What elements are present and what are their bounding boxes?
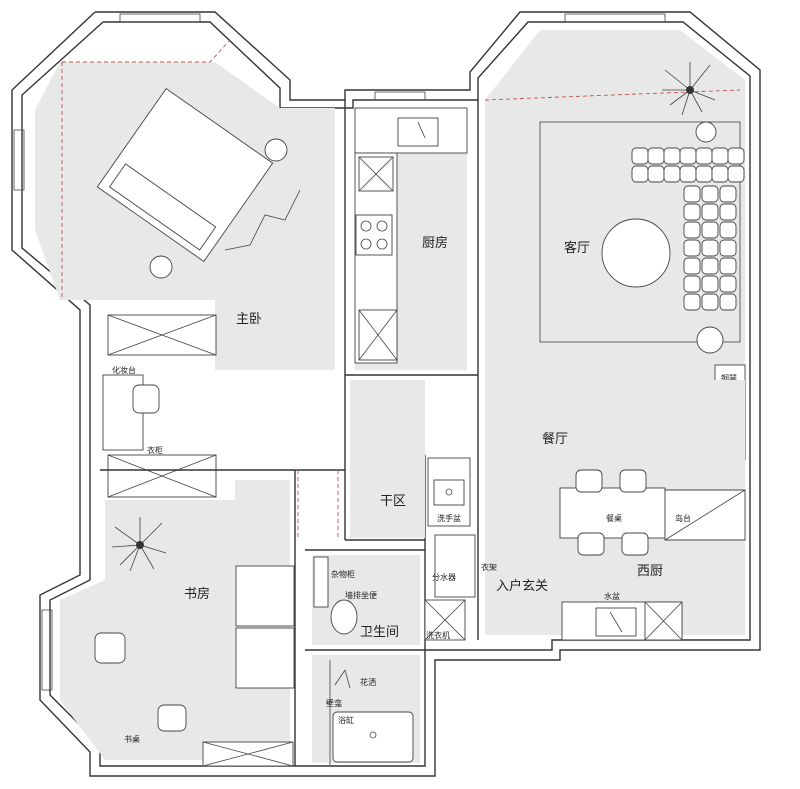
sofa-cushion: [719, 275, 737, 293]
label-washing-machine: 洗衣机: [426, 630, 450, 640]
sofa-cushion: [679, 165, 697, 183]
dining-chair-4: [621, 532, 649, 556]
room-label-dry-area: 干区: [380, 494, 406, 509]
nightstand-right: [264, 138, 288, 162]
sofa-cushion: [701, 203, 719, 221]
sofa-cushion: [679, 147, 697, 165]
dining-chair-2: [619, 469, 647, 493]
sofa-cushion: [719, 239, 737, 257]
label-island: 岛台: [675, 513, 691, 523]
sofa-cushion: [701, 221, 719, 239]
label-wall-toilet: 墙排坐便: [345, 590, 377, 600]
sofa-cushion: [683, 239, 701, 257]
sofa-cushion: [701, 185, 719, 203]
bedroom-chair: [224, 189, 301, 251]
vanity-stool: [132, 384, 160, 414]
desk-chair: [157, 704, 187, 732]
sofa-cushion: [719, 221, 737, 239]
room-label-western-kitchen: 西厨: [637, 564, 663, 579]
floor-lamp: [695, 121, 717, 143]
sofa: [631, 147, 745, 311]
kitchen: 厨房: [354, 107, 468, 370]
sofa-cushion: [701, 293, 719, 311]
sofa-cushion: [711, 165, 729, 183]
plant-icon: [662, 62, 716, 116]
sofa-cushion: [631, 165, 649, 183]
label-water-heater: 分水器: [432, 572, 456, 582]
side-table: [696, 326, 724, 354]
bed: [96, 87, 274, 263]
label-dining-table: 餐桌: [606, 513, 622, 523]
sofa-cushion: [695, 165, 713, 183]
dining-area: 餐厅 餐桌 岛台 西厨 水盆: [485, 380, 746, 641]
bathtub: [332, 711, 414, 763]
sofa-cushion: [719, 203, 737, 221]
sofa-cushion: [695, 147, 713, 165]
sofa-cushion: [647, 165, 665, 183]
label-niche: 壁龛: [326, 698, 342, 708]
sofa-cushion: [727, 165, 745, 183]
coffee-table: [601, 218, 671, 288]
sofa-cushion: [701, 257, 719, 275]
room-label-bathroom: 卫生间: [360, 625, 399, 640]
sofa-cushion: [727, 147, 745, 165]
sofa-cushion: [719, 185, 737, 203]
sofa-cushion: [683, 275, 701, 293]
sofa-cushion: [719, 257, 737, 275]
label-bathtub: 浴缸: [338, 715, 354, 725]
label-vanity: 化妆台: [112, 365, 136, 375]
sofa-cushion: [663, 147, 681, 165]
sofa-cushion: [647, 147, 665, 165]
label-piano: 钢琴: [721, 373, 737, 383]
room-label-dining-room: 餐厅: [542, 431, 568, 447]
room-label-study: 书房: [184, 586, 210, 602]
label-coat-rack: 衣架: [481, 562, 497, 572]
dry-area: 干区 洗手盆 分水器 衣架 入户玄关 洗衣机: [350, 380, 548, 641]
stove: [355, 214, 393, 256]
water-heater-cabinet: [434, 534, 476, 598]
sofa-cushion: [631, 147, 649, 165]
windows: [13, 13, 666, 691]
sofa-cushion: [683, 203, 701, 221]
label-wash-basin: 洗手盆: [437, 513, 461, 523]
study: 书房 书桌: [60, 470, 339, 767]
study-sofa-lower: [235, 627, 295, 689]
room-label-kitchen: 厨房: [422, 235, 448, 251]
sofa-cushion: [683, 185, 701, 203]
label-desk: 书桌: [124, 734, 140, 744]
sofa-cushion: [683, 257, 701, 275]
sofa-cushion: [663, 165, 681, 183]
label-sink: 水盆: [604, 591, 620, 601]
dining-chair-1: [575, 469, 603, 493]
study-sofa-upper: [235, 565, 295, 627]
dining-table: [559, 487, 666, 539]
shower-icon: [334, 669, 351, 689]
label-shower: 花洒: [360, 677, 376, 687]
sofa-cushion: [711, 147, 729, 165]
dining-chair-3: [577, 532, 605, 556]
study-plant-icon: [111, 517, 167, 572]
living-room: 客厅 钢琴: [484, 30, 746, 461]
room-label-master-bedroom: 主卧: [236, 312, 262, 327]
sofa-cushion: [683, 293, 701, 311]
sofa-cushion: [683, 221, 701, 239]
label-sundries-cabinet: 杂物柜: [331, 569, 355, 579]
nightstand-left: [149, 255, 173, 279]
sofa-cushion: [701, 239, 719, 257]
sofa-cushion: [701, 275, 719, 293]
label-wardrobe: 衣柜: [147, 445, 163, 455]
room-label-living-room: 客厅: [564, 240, 590, 256]
master-bedroom: 主卧 化妆台 衣柜: [35, 39, 335, 498]
study-chair: [94, 632, 126, 664]
carpet: [539, 121, 741, 343]
toilet: [330, 599, 358, 635]
room-label-entrance: 入户玄关: [496, 578, 548, 594]
sundries-cabinet: [313, 556, 329, 608]
bathroom: 杂物柜 墙排坐便 卫生间 花洒 壁龛 浴缸: [312, 555, 420, 765]
sofa-cushion: [719, 293, 737, 311]
